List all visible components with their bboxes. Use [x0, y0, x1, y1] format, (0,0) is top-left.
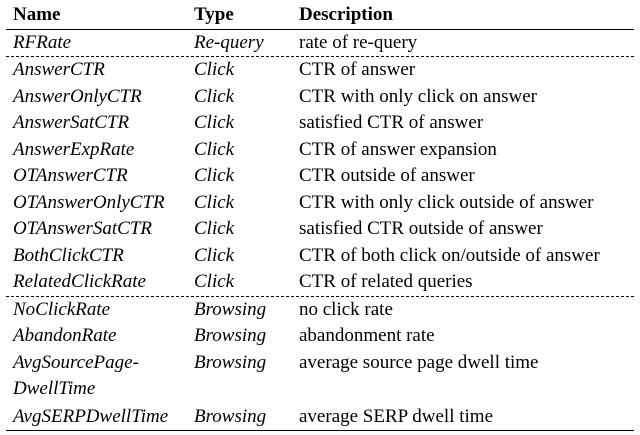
table-row: AbandonRate Browsing abandonment rate: [6, 323, 634, 350]
metric-name: OTAnswerSatCTR: [13, 218, 153, 239]
metric-description: CTR of answer: [299, 59, 416, 80]
metric-name: RFRate: [13, 31, 72, 53]
header-type: Type: [194, 4, 234, 25]
header-rule: [6, 28, 634, 30]
metric-description: rate of re-query: [299, 31, 418, 53]
table-row: RFRate Re-query rate of re-query: [6, 30, 634, 57]
metric-description: CTR of both click on/outside of answer: [299, 244, 600, 266]
metric-name: OTAnswerOnlyCTR: [13, 191, 165, 213]
metric-type: Re-query: [194, 31, 264, 53]
bottom-rule: [6, 430, 634, 431]
metric-type: Browsing: [194, 298, 267, 320]
table-row: AnswerSatCTR Click satisfied CTR of answ…: [6, 110, 634, 137]
metric-name: BothClickCTR: [13, 244, 124, 266]
metric-type: Click: [194, 85, 235, 107]
metric-name: RelatedClickRate: [13, 271, 146, 292]
table-row: AnswerOnlyCTR Click CTR with only click …: [6, 84, 634, 111]
metric-name: AnswerExpRate: [13, 138, 135, 160]
table-row: AvgSourcePage- DwellTime Browsing averag…: [6, 350, 634, 404]
group-divider: [6, 295, 634, 297]
table-row: AvgSERPDwellTime Browsing average SERP d…: [6, 404, 634, 431]
metric-name: OTAnswerCTR: [13, 165, 128, 186]
table-row: AnswerExpRate Click CTR of answer expans…: [6, 137, 634, 164]
table-row: OTAnswerSatCTR Click satisfied CTR outsi…: [6, 216, 634, 243]
metric-type: Browsing: [194, 351, 267, 373]
metric-type: Click: [194, 165, 235, 186]
group-divider: [6, 56, 634, 57]
metric-name: AvgSERPDwellTime: [13, 405, 169, 427]
table-row: BothClickCTR Click CTR of both click on/…: [6, 243, 634, 270]
metric-description: satisfied CTR of answer: [299, 112, 484, 133]
table-row: OTAnswerCTR Click CTR outside of answer: [6, 163, 634, 190]
metric-description: satisfied CTR outside of answer: [299, 218, 543, 239]
metric-name: AbandonRate: [13, 325, 117, 346]
metric-type: Click: [194, 112, 235, 133]
metric-description: CTR outside of answer: [299, 165, 475, 186]
metric-type: Browsing: [194, 325, 267, 346]
metric-description: no click rate: [299, 298, 393, 320]
metric-name: NoClickRate: [13, 298, 111, 320]
metric-name: AvgSourcePage- DwellTime: [13, 350, 139, 403]
metric-name-line: AvgSourcePage-: [13, 351, 139, 373]
metric-description: average source page dwell time: [299, 351, 539, 373]
metric-type: Click: [194, 59, 235, 80]
metric-description: CTR of answer expansion: [299, 138, 497, 160]
header-description: Description: [299, 4, 393, 25]
metric-description: abandonment rate: [299, 325, 435, 346]
metric-type: Click: [194, 271, 235, 292]
table-row: OTAnswerOnlyCTR Click CTR with only clic…: [6, 190, 634, 217]
table-header-row: Name Type Description: [6, 2, 634, 29]
metric-type: Browsing: [194, 405, 267, 427]
metric-description: CTR with only click on answer: [299, 85, 537, 107]
table-row: NoClickRate Browsing no click rate: [6, 297, 634, 324]
metric-name-line: DwellTime: [13, 378, 96, 399]
table-row: AnswerCTR Click CTR of answer: [6, 57, 634, 84]
metric-description: average SERP dwell time: [299, 405, 493, 427]
metric-type: Click: [194, 138, 235, 160]
header-name: Name: [13, 4, 61, 25]
metric-description: CTR with only click outside of answer: [299, 191, 594, 213]
metric-type: Click: [194, 244, 235, 266]
metric-description: CTR of related queries: [299, 271, 473, 292]
metric-name: AnswerOnlyCTR: [13, 85, 142, 107]
metrics-table: Name Type Description RFRate Re-query ra…: [6, 2, 634, 431]
table-row: RelatedClickRate Click CTR of related qu…: [6, 269, 634, 296]
metric-name: AnswerSatCTR: [13, 112, 130, 133]
metric-type: Click: [194, 191, 235, 213]
metric-name: AnswerCTR: [13, 59, 105, 80]
metric-type: Click: [194, 218, 235, 239]
